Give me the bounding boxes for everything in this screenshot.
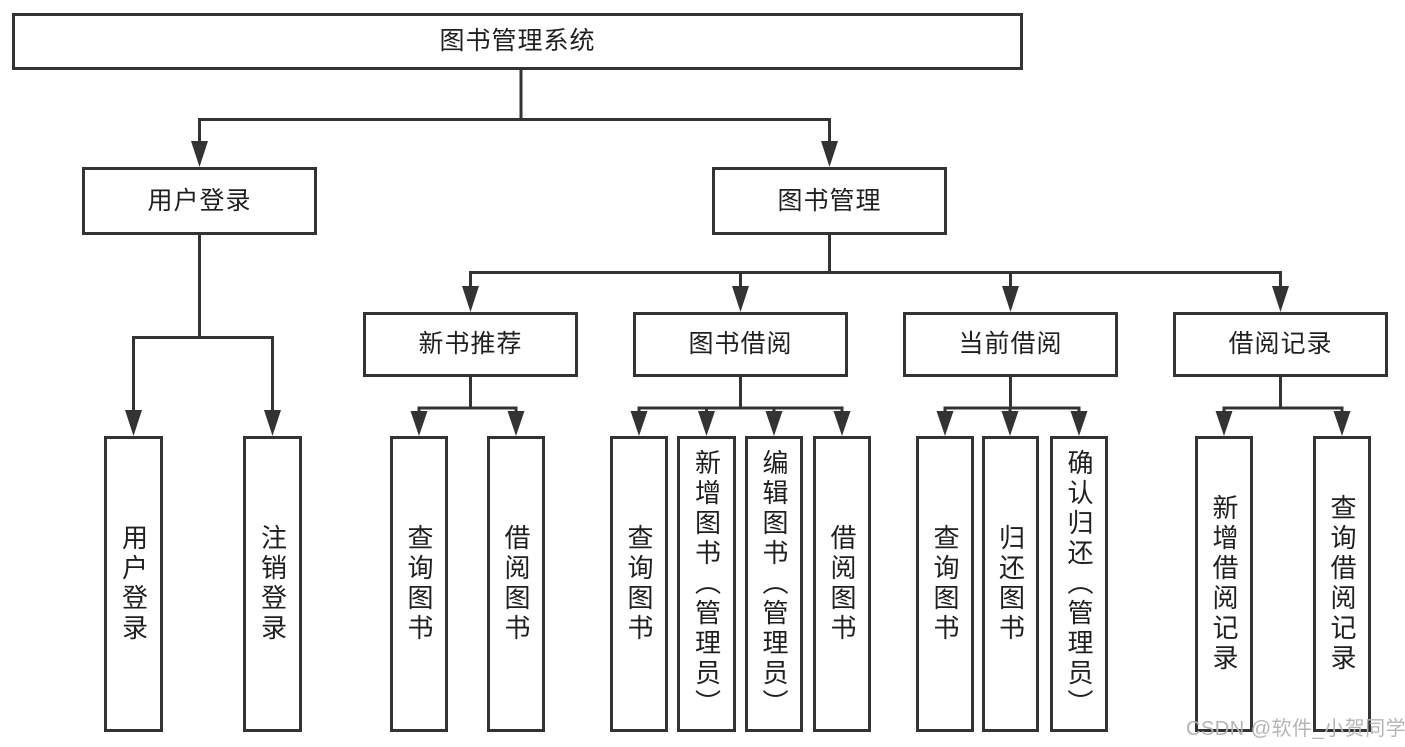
leaf-query-books-borrowing: 查询图书 xyxy=(610,436,668,732)
arrowhead-down-icon xyxy=(125,410,142,436)
connector-line xyxy=(943,377,1081,414)
connector-line xyxy=(469,235,1282,288)
node-label: 新增借阅记录 xyxy=(1209,494,1239,674)
node-label: 查询借阅记录 xyxy=(1327,494,1357,674)
node-label: 当前借阅 xyxy=(958,330,1063,358)
arrowhead-down-icon xyxy=(1215,411,1233,436)
arrowhead-down-icon xyxy=(1333,411,1351,436)
node-label: 确认归还（管理员） xyxy=(1064,449,1094,719)
leaf-return-books: 归还图书 xyxy=(982,436,1039,732)
arrowhead-down-icon xyxy=(732,286,749,312)
node-current-borrowing: 当前借阅 xyxy=(903,312,1118,377)
csdn-watermark: CSDN @软件_小贺同学 xyxy=(1186,718,1405,740)
arrowhead-down-icon xyxy=(1272,286,1289,312)
node-label: 编辑图书（管理员） xyxy=(759,449,789,719)
node-book-management: 图书管理 xyxy=(712,167,947,235)
arrowhead-down-icon xyxy=(936,411,954,436)
leaf-logout: 注销登录 xyxy=(243,436,302,732)
connector-book-borrowing-to-leaves xyxy=(630,377,851,436)
node-new-book-recommend: 新书推荐 xyxy=(363,312,578,377)
node-user-login: 用户登录 xyxy=(82,167,317,235)
node-label: 新增图书（管理员） xyxy=(691,449,722,719)
arrowhead-down-icon xyxy=(1002,286,1019,312)
arrowhead-down-icon xyxy=(698,411,715,436)
leaf-add-borrow-record: 新增借阅记录 xyxy=(1195,436,1253,732)
connector-root-to-level2 xyxy=(191,70,838,167)
leaf-edit-books-admin: 编辑图书（管理员） xyxy=(745,436,803,732)
arrowhead-down-icon xyxy=(1070,411,1088,436)
leaf-query-borrow-record: 查询借阅记录 xyxy=(1313,436,1371,732)
leaf-borrow-books: 借阅图书 xyxy=(813,436,871,732)
connector-borrowing-records-to-leaves xyxy=(1215,377,1351,436)
node-label: 借阅记录 xyxy=(1228,330,1333,358)
node-label: 图书借阅 xyxy=(688,330,793,358)
connector-new-book-recommend-to-leaves xyxy=(410,377,525,436)
node-label: 图书管理 xyxy=(777,186,882,215)
connector-book-management-to-level3 xyxy=(462,235,1289,312)
node-label: 查询图书 xyxy=(404,524,434,644)
connector-line xyxy=(1222,377,1344,414)
node-label: 用户登录 xyxy=(147,186,252,215)
node-label: 查询图书 xyxy=(930,524,960,644)
leaf-add-books-admin: 新增图书（管理员） xyxy=(677,436,736,732)
arrowhead-down-icon xyxy=(765,411,783,436)
arrowhead-down-icon xyxy=(462,286,479,312)
leaf-user-login: 用户登录 xyxy=(104,436,163,732)
arrowhead-down-icon xyxy=(833,411,851,436)
node-label: 借阅图书 xyxy=(501,524,531,644)
leaf-query-books-recommend: 查询图书 xyxy=(390,436,448,732)
node-label: 图书管理系统 xyxy=(439,27,596,55)
node-library-management-system: 图书管理系统 xyxy=(12,13,1023,70)
connector-current-borrowing-to-leaves xyxy=(936,377,1088,436)
node-borrowing-records: 借阅记录 xyxy=(1173,312,1388,377)
node-label: 归还图书 xyxy=(995,524,1026,644)
leaf-confirm-return-admin: 确认归还（管理员） xyxy=(1050,436,1108,732)
node-label: 查询图书 xyxy=(624,524,654,644)
connector-line xyxy=(417,377,518,414)
node-label: 用户登录 xyxy=(118,524,149,644)
connector-line xyxy=(637,377,844,414)
node-label: 注销登录 xyxy=(257,524,288,644)
arrowhead-down-icon xyxy=(191,141,208,167)
node-label: 借阅图书 xyxy=(827,524,857,644)
leaf-borrow-books-recommend: 借阅图书 xyxy=(487,436,545,732)
arrowhead-down-icon xyxy=(630,411,648,436)
arrowhead-down-icon xyxy=(1001,411,1019,436)
connector-user-login-to-leaves xyxy=(125,235,281,436)
leaf-query-books-current: 查询图书 xyxy=(916,436,974,732)
arrowhead-down-icon xyxy=(821,141,838,167)
connector-line xyxy=(198,70,831,143)
node-book-borrowing: 图书借阅 xyxy=(633,312,848,377)
arrowhead-down-icon xyxy=(264,410,281,436)
node-label: 新书推荐 xyxy=(418,330,523,358)
arrowhead-down-icon xyxy=(507,411,525,436)
arrowhead-down-icon xyxy=(410,411,428,436)
connector-line xyxy=(132,235,274,412)
